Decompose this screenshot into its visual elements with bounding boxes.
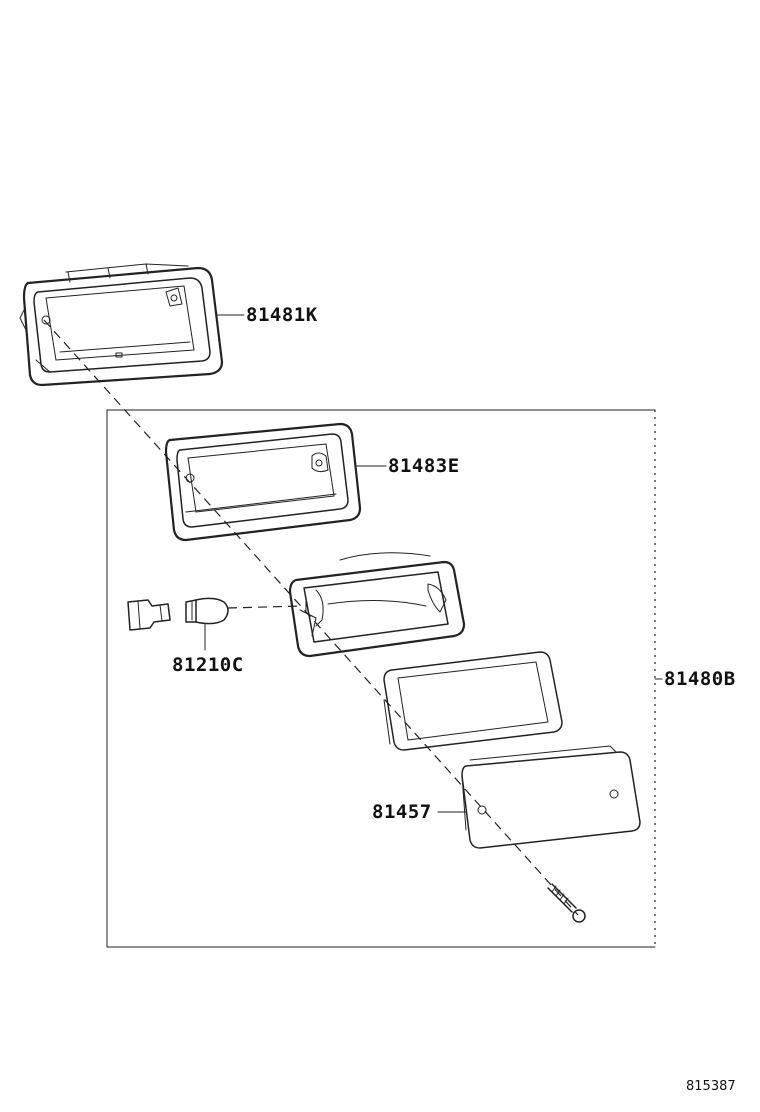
lens-drawing	[461, 745, 641, 849]
bezel-part-number: 81481K	[246, 304, 318, 326]
screw-drawing	[547, 883, 586, 923]
bezel-drawing	[19, 263, 224, 387]
lamp-housing-drawing	[288, 552, 466, 658]
gasket-frame-drawing	[164, 422, 362, 542]
assembly-axis-line	[43, 319, 579, 916]
lens-part-number: 81457	[372, 801, 432, 823]
bulb-axis-line	[227, 605, 303, 609]
assembly-box	[106, 409, 656, 948]
assembly-part-number: 81480B	[664, 668, 736, 690]
gasket-frame-part-number: 81483E	[388, 455, 460, 477]
lens-gasket-drawing	[383, 651, 563, 751]
bulb-drawing	[127, 597, 229, 631]
bulb-part-number: 81210C	[172, 654, 244, 676]
figure-id: 815387	[686, 1079, 736, 1094]
